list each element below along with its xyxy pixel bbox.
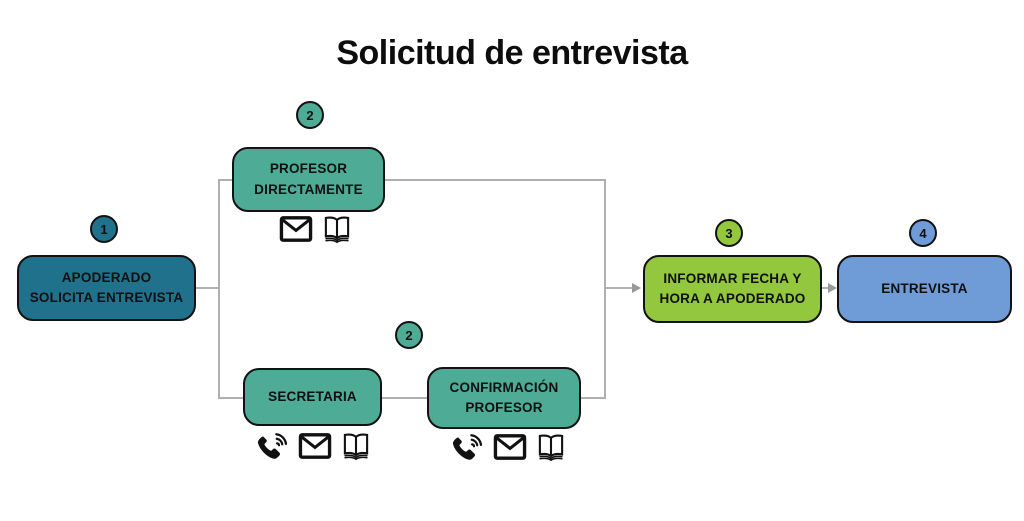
- edge-apoderado-branch: [196, 287, 219, 289]
- book-icon: [339, 431, 373, 461]
- edge-informar-entrevista: [821, 287, 829, 289]
- node-label: PROFESOR DIRECTAMENTE: [254, 161, 363, 197]
- icons-confirmacion-profesor: [450, 431, 568, 463]
- edge-profesor-right: [385, 179, 605, 181]
- node-informar-fecha-hora: INFORMAR FECHA Y HORA A APODERADO: [643, 255, 822, 323]
- node-secretaria: SECRETARIA: [243, 368, 382, 426]
- page-title: Solicitud de entrevista: [336, 34, 688, 72]
- node-entrevista: ENTREVISTA: [837, 255, 1012, 323]
- mail-icon: [279, 215, 313, 243]
- icons-profesor-directamente: [279, 214, 354, 244]
- edge-to-informar: [604, 287, 633, 289]
- icons-secretaria: [255, 430, 373, 462]
- phone-icon: [450, 431, 486, 463]
- node-label: CONFIRMACIÓN PROFESOR: [449, 379, 559, 415]
- step-badge-4: 4: [909, 219, 937, 247]
- book-icon: [320, 214, 354, 244]
- node-label: INFORMAR FECHA Y HORA A APODERADO: [659, 270, 806, 306]
- step-badge-1: 1: [90, 215, 118, 243]
- edge-secretaria-confirmacion: [382, 397, 427, 399]
- book-icon: [534, 432, 568, 462]
- mail-icon: [493, 433, 527, 461]
- edge-confirmacion-right: [581, 397, 605, 399]
- node-apoderado-solicita-entrevista: APODERADO SOLICITA ENTREVISTA: [17, 255, 196, 321]
- node-label: ENTREVISTA: [881, 280, 968, 296]
- arrowhead-entrevista: [828, 283, 837, 293]
- phone-icon: [255, 430, 291, 462]
- step-badge-3: 3: [715, 219, 743, 247]
- step-badge-2-confirmacion: 2: [395, 321, 423, 349]
- edge-to-profesor: [220, 179, 232, 181]
- edge-to-secretaria: [220, 397, 243, 399]
- edge-left-vertical: [218, 179, 220, 399]
- edge-right-vertical: [604, 179, 606, 399]
- node-confirmacion-profesor: CONFIRMACIÓN PROFESOR: [427, 367, 581, 429]
- node-label: APODERADO SOLICITA ENTREVISTA: [29, 269, 184, 305]
- mail-icon: [298, 432, 332, 460]
- node-profesor-directamente: PROFESOR DIRECTAMENTE: [232, 147, 385, 212]
- node-label: SECRETARIA: [268, 388, 357, 404]
- arrowhead-informar: [632, 283, 641, 293]
- step-badge-2-profesor: 2: [296, 101, 324, 129]
